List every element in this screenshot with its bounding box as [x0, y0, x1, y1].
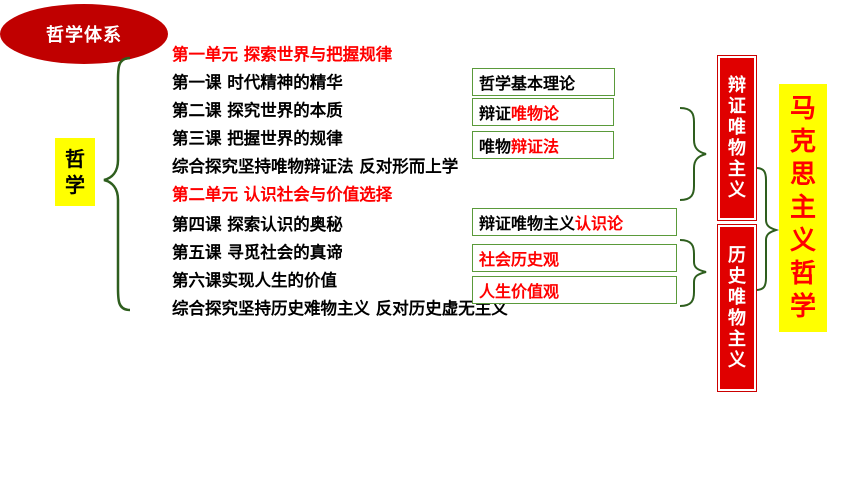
marxism-brace — [755, 167, 780, 291]
category-char: 唯 — [728, 287, 746, 308]
category-char: 物 — [728, 138, 746, 159]
category-char: 历 — [728, 245, 746, 266]
marxist-philosophy-box: 马 克 思 主 义 哲 学 — [779, 84, 827, 332]
unit-heading: 第二单元 认识社会与价值选择 — [172, 185, 393, 204]
category-char: 义 — [728, 180, 746, 201]
root-philosophy-box: 哲 学 — [55, 138, 95, 206]
lesson-line: 第一课 时代精神的精华 — [172, 73, 343, 92]
marxism-char: 思 — [789, 159, 816, 190]
tag-highlight: 唯物论 — [511, 104, 560, 123]
root-char: 哲 — [65, 147, 85, 171]
category-char: 证 — [728, 96, 746, 117]
category-char: 辩 — [728, 75, 746, 96]
tag-text: 社会历史观 — [479, 250, 560, 269]
category-char: 物 — [728, 308, 746, 329]
marxism-char: 义 — [789, 225, 816, 256]
category-char: 唯 — [728, 117, 746, 138]
tag-social-history: 社会历史观 — [472, 244, 677, 272]
title-text: 哲学体系 — [46, 25, 122, 46]
lesson-line: 综合探究坚持唯物辩证法 反对形而上学 — [172, 157, 459, 176]
lesson-line: 第六课实现人生的价值 — [172, 271, 337, 290]
root-char: 学 — [65, 173, 85, 197]
tag-dialectics: 唯物辩证法 — [472, 131, 614, 159]
dialectical-materialism-box: 辩 证 唯 物 主 义 — [718, 56, 756, 220]
lesson-line: 第二课 探究世界的本质 — [172, 101, 343, 120]
lesson-line: 第五课 寻觅社会的真谛 — [172, 243, 343, 262]
tag-materialism: 辩证唯物论 — [472, 98, 614, 126]
category-char: 义 — [728, 350, 746, 371]
tag-life-value: 人生价值观 — [472, 276, 677, 304]
marxism-char: 主 — [789, 192, 816, 223]
category-char: 主 — [728, 329, 746, 350]
tag-epistemology: 辩证唯物主义认识论 — [472, 208, 677, 236]
tag-highlight: 认识论 — [575, 214, 624, 233]
lower-right-brace — [679, 239, 707, 307]
unit-heading: 第一单元 探索世界与把握规律 — [172, 45, 393, 64]
lesson-line: 综合探究坚持历史难物主义 反对历史虚无主义 — [172, 299, 508, 318]
marxism-char: 克 — [789, 126, 816, 157]
category-char: 主 — [728, 159, 746, 180]
marxism-char: 学 — [789, 291, 816, 322]
category-char: 史 — [728, 266, 746, 287]
tag-prefix: 唯物 — [479, 137, 512, 156]
tag-prefix: 辩证唯物主义 — [479, 214, 576, 233]
upper-right-brace — [679, 107, 707, 201]
marxism-char: 哲 — [789, 258, 816, 289]
lesson-line: 第三课 把握世界的规律 — [172, 129, 343, 148]
tag-text: 人生价值观 — [479, 282, 560, 301]
tag-text: 哲学基本理论 — [479, 74, 576, 93]
tag-highlight: 辩证法 — [511, 137, 560, 156]
lesson-line: 第四课 探索认识的奥秘 — [172, 215, 343, 234]
tag-prefix: 辩证 — [479, 104, 512, 123]
historical-materialism-box: 历 史 唯 物 主 义 — [718, 225, 756, 391]
left-brace — [103, 56, 131, 312]
title-badge: 哲学体系 — [0, 4, 168, 64]
marxism-char: 马 — [789, 93, 816, 124]
tag-basic-theory: 哲学基本理论 — [472, 68, 615, 96]
